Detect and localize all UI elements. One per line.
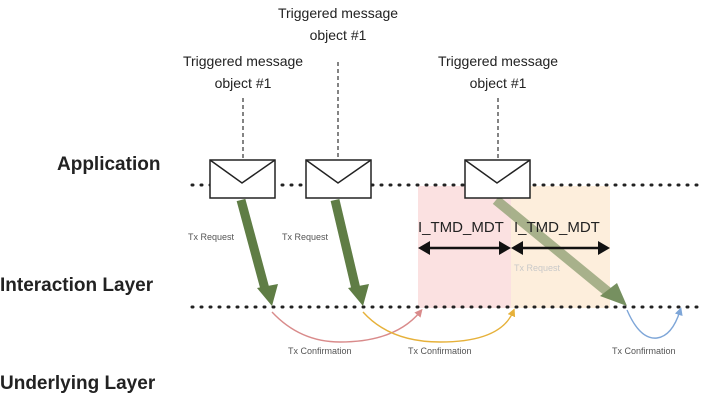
- tx-confirmation-curve-3: [626, 307, 683, 339]
- message-label-2-line1: Triggered message: [278, 5, 398, 21]
- message-label-2-line2: object #1: [310, 27, 367, 43]
- layer-label-underlying: Underlying Layer: [0, 373, 156, 394]
- layer-label-interaction: Interaction Layer: [0, 275, 154, 296]
- tmd-interval-arrow-1: [418, 241, 511, 255]
- tmd-label-1: I_TMD_MDT: [418, 219, 504, 236]
- tx-request-label-2: Tx Request: [282, 232, 329, 242]
- tx-confirmation-curve-1: [271, 308, 423, 343]
- envelope-icon: [305, 159, 372, 199]
- tx-request-arrow-1: [236, 198, 278, 306]
- tmd-interval-arrow-2: [511, 241, 610, 255]
- layer-label-application: Application: [57, 154, 160, 175]
- tx-confirmation-label-1: Tx Confirmation: [288, 346, 352, 356]
- tx-request-arrow-2: [330, 198, 369, 306]
- message-label-1-line2: object #1: [215, 75, 272, 91]
- tx-request-label-3: Tx Request: [514, 263, 561, 273]
- envelope-icon: [209, 159, 276, 199]
- tx-confirmation-label-3: Tx Confirmation: [612, 346, 676, 356]
- tmd-label-2: I_TMD_MDT: [514, 219, 600, 236]
- message-label-1-line1: Triggered message: [183, 53, 303, 69]
- tx-request-arrow-3-faded: [492, 196, 627, 306]
- envelope-icon: [464, 159, 531, 199]
- tx-confirmation-curve-2: [362, 308, 516, 343]
- message-label-3-line1: Triggered message: [438, 53, 558, 69]
- message-label-3-line2: object #1: [470, 75, 527, 91]
- tx-confirmation-label-2: Tx Confirmation: [408, 346, 472, 356]
- tx-request-label-1: Tx Request: [188, 232, 235, 242]
